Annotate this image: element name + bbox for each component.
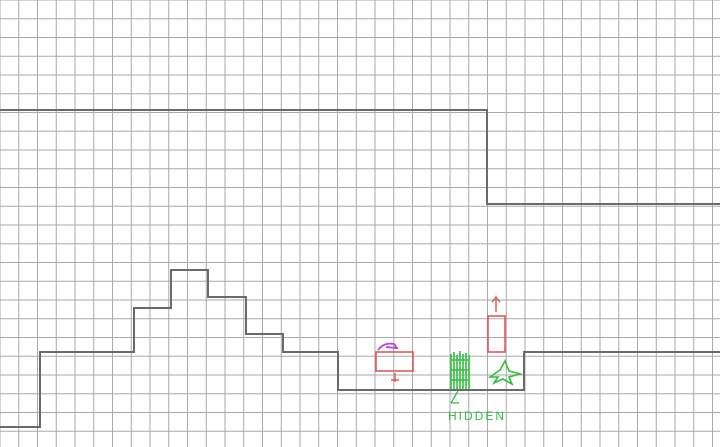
crate-top-mark <box>377 342 399 351</box>
plant-icon <box>487 359 524 386</box>
up-arrow-icon <box>491 295 501 312</box>
hidden-grass-block[interactable]: HIDDEN <box>448 351 506 423</box>
pillar-box <box>487 315 506 353</box>
pillar-object[interactable] <box>487 295 506 353</box>
plant-enemy[interactable] <box>487 359 524 386</box>
terrain <box>0 109 720 428</box>
hidden-label: HIDDEN <box>448 409 506 423</box>
crate-box <box>375 351 414 372</box>
ceiling-platform <box>0 109 720 205</box>
grass-icon <box>450 351 470 389</box>
crate-object[interactable] <box>375 342 414 382</box>
hidden-arrow-icon <box>450 390 459 404</box>
down-arrow-icon <box>391 373 399 382</box>
ground-outline <box>0 269 720 428</box>
